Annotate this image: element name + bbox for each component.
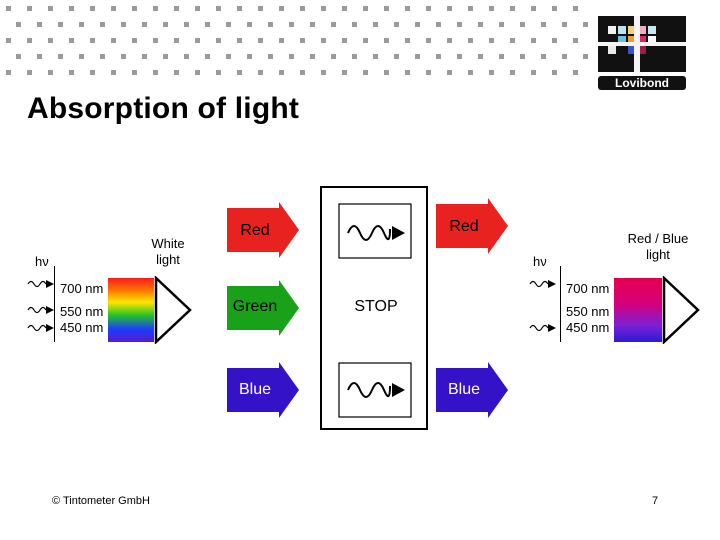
wavelength-scale-left [54,266,55,342]
arrow-in-red-label: Red [240,222,270,239]
arrow-in-blue [227,362,299,418]
wavelength-700-left: 700 nm [60,281,104,296]
filter-pass-top [338,203,412,259]
lovibond-logo: Lovibond [594,12,690,92]
arrow-in-green [227,280,299,336]
white-light-label: White light [151,236,185,267]
spectrum-bar-right [614,278,662,342]
arrow-out-red [436,198,508,254]
incoming-photon-arrows-right [529,280,556,332]
photon-symbol-right: hν [533,254,547,269]
page-number: 7 [652,495,659,507]
wavelength-700-right: 700 nm [566,281,610,296]
dot-grid-decoration [6,6,588,75]
page-title: Absorption of light [27,92,300,125]
arrow-in-blue-label: Blue [238,381,272,398]
arrow-out-blue [436,362,508,418]
arrow-out-red-label: Red [449,218,479,235]
red-blue-light-label: Red / Blue light [627,231,689,262]
filter-pass-bottom [338,362,412,418]
arrow-in-green-label: Green [232,298,278,315]
prism-left [154,276,192,344]
prism-right [662,276,700,344]
wavelength-450-right: 450 nm [566,320,610,335]
copyright-text: © Tintometer GmbH [52,495,150,507]
logo-graphic: Lovibond [598,16,686,90]
spectrum-bar-left [108,278,154,342]
logo-wordmark: Lovibond [615,76,669,90]
wavelength-550-left: 550 nm [60,304,104,319]
arrow-out-blue-label: Blue [447,381,481,398]
photon-symbol-left: hν [35,254,49,269]
wavelength-scale-right [560,266,561,342]
filter-stop-label: STOP [354,298,398,315]
wavelength-450-left: 450 nm [60,320,104,335]
arrow-in-red [227,202,299,258]
wavelength-550-right: 550 nm [566,304,610,319]
incoming-photon-arrows-left [27,280,54,332]
